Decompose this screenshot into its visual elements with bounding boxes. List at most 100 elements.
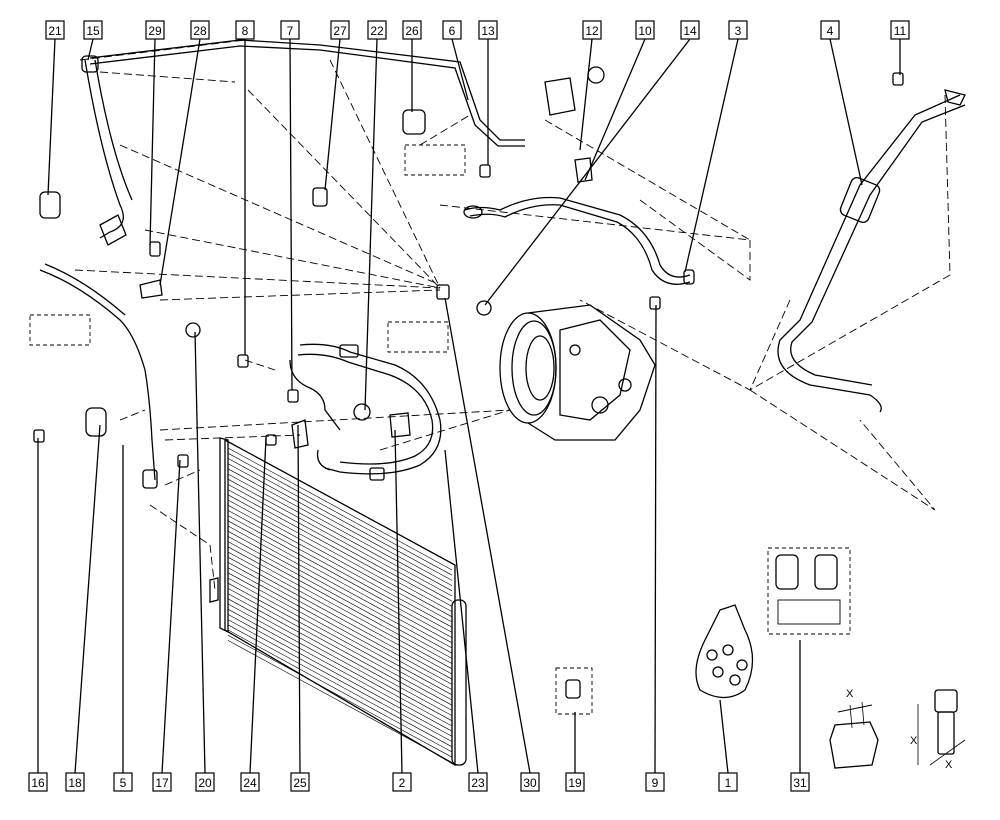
callout-frame	[468, 772, 488, 792]
pipe-suction	[463, 196, 695, 285]
callout-number: 18	[68, 776, 82, 790]
callout-number: 20	[198, 776, 212, 790]
leader-20	[194, 331, 206, 774]
callout-6: 6	[442, 20, 462, 40]
callout-number: 26	[405, 24, 419, 38]
callout-9: 9	[645, 772, 665, 792]
leader-12	[579, 38, 593, 151]
condenser-fins	[227, 447, 453, 763]
callout-frame	[820, 20, 840, 40]
fin-line	[227, 499, 453, 623]
leader-6	[451, 38, 469, 101]
callout-number: 21	[48, 24, 62, 38]
callout-frame	[235, 20, 255, 40]
callout-2: 2	[392, 772, 412, 792]
fin-line	[227, 614, 453, 737]
callout-frame	[367, 20, 387, 40]
leader-27	[324, 38, 341, 191]
leader-15	[87, 38, 94, 61]
callout-22: 22	[367, 20, 387, 40]
hose-liquid	[289, 343, 442, 481]
leader-7	[289, 38, 293, 391]
callout-frame	[145, 20, 165, 40]
dimension-label-bolt-thread: X	[945, 759, 953, 771]
fin-line	[227, 551, 453, 675]
leader-30	[444, 297, 531, 774]
fin-line	[227, 619, 453, 742]
callout-frame	[65, 772, 85, 792]
fin-line	[227, 525, 453, 649]
fin-line	[227, 541, 453, 664]
hose-assembly-left	[39, 39, 525, 481]
condenser	[209, 437, 467, 767]
callout-number: 31	[793, 776, 807, 790]
callout-frame	[442, 20, 462, 40]
dimension-figures: X X X	[829, 688, 966, 771]
fin-line	[227, 634, 453, 758]
fin-line	[227, 468, 453, 592]
callout-4: 4	[820, 20, 840, 40]
callout-frame	[83, 20, 103, 40]
callout-frame	[565, 772, 585, 792]
callout-1: 1	[718, 772, 738, 792]
callout-frame	[582, 20, 602, 40]
callout-frame	[728, 20, 748, 40]
callout-frame	[113, 772, 133, 792]
fin-line	[227, 567, 453, 690]
callout-25: 25	[290, 772, 310, 792]
callout-number: 19	[568, 776, 582, 790]
callout-number: 25	[293, 776, 307, 790]
leader-9	[654, 304, 657, 774]
callout-frame	[635, 20, 655, 40]
callout-27: 27	[330, 20, 350, 40]
callout-frame	[790, 772, 810, 792]
reference-boxes	[29, 144, 851, 715]
leader-28	[159, 38, 201, 286]
compressor	[499, 304, 656, 441]
callout-15: 15	[83, 20, 103, 40]
callout-number: 22	[370, 24, 384, 38]
dashed-guide-lines	[74, 39, 951, 591]
callout-frame	[190, 20, 210, 40]
fin-line	[227, 562, 453, 685]
callout-3: 3	[728, 20, 748, 40]
leader-17	[161, 459, 181, 774]
callout-number: 15	[86, 24, 100, 38]
fin-line	[227, 458, 453, 581]
leader-3	[684, 38, 739, 273]
hose-discharge	[777, 89, 966, 413]
leader-22	[364, 38, 378, 411]
callout-number: 7	[287, 24, 294, 38]
callout-13: 13	[478, 20, 498, 40]
callout-number: 24	[243, 776, 257, 790]
small-parts	[33, 55, 904, 699]
callout-frame	[680, 20, 700, 40]
leader-29	[149, 38, 156, 246]
fin-line	[227, 546, 453, 670]
callout-7: 7	[280, 20, 300, 40]
leader-18	[74, 424, 101, 774]
dimension-label-bolt-length: X	[910, 735, 918, 747]
callout-number: 1	[725, 776, 732, 790]
callout-10: 10	[635, 20, 655, 40]
fin-line	[227, 530, 453, 654]
callout-frame	[478, 20, 498, 40]
callout-23: 23	[468, 772, 488, 792]
callout-number: 4	[827, 24, 834, 38]
callout-frame	[520, 772, 540, 792]
fin-line	[227, 577, 453, 701]
callout-frame	[45, 20, 65, 40]
callout-number: 11	[894, 24, 907, 38]
callout-30: 30	[520, 772, 540, 792]
leader-2	[394, 429, 403, 774]
callout-26: 26	[402, 20, 422, 40]
fin-line	[227, 598, 453, 722]
callout-frame	[195, 772, 215, 792]
fin-line	[227, 520, 453, 644]
callout-14: 14	[680, 20, 700, 40]
leader-24	[249, 437, 267, 774]
fin-line	[227, 473, 453, 597]
callout-frame	[28, 772, 48, 792]
callout-19: 19	[565, 772, 585, 792]
